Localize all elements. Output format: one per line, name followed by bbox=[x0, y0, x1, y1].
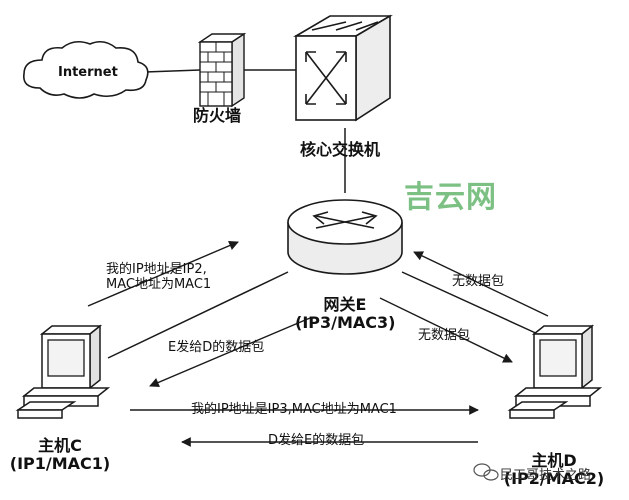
wechat-icon bbox=[473, 463, 499, 481]
host-c-label: 主机C (IP1/MAC1) bbox=[0, 436, 120, 474]
message-d-to-c: D发给E的数据包 bbox=[268, 433, 365, 448]
message-d-to-gateway: 无数据包 bbox=[452, 274, 505, 289]
link-gateway-host-c bbox=[107, 271, 289, 359]
internet-label: Internet bbox=[58, 65, 118, 80]
core-switch-label: 核心交换机 bbox=[300, 140, 381, 159]
message-gateway-to-c: E发给D的数据包 bbox=[168, 340, 265, 355]
footer-text: 民工哥技术之路 bbox=[500, 468, 592, 483]
gateway-label: 网关E (IP3/MAC3) bbox=[295, 295, 396, 333]
internet-cloud-icon bbox=[23, 40, 149, 99]
message-gateway-to-d: 无数据包 bbox=[418, 328, 471, 343]
message-c-to-gateway-line2: MAC地址为MAC1 bbox=[106, 276, 212, 292]
watermark: 吉云网 bbox=[404, 180, 497, 215]
firewall-label: 防火墙 bbox=[193, 106, 242, 125]
host-c-address: (IP1/MAC1) bbox=[9, 454, 111, 474]
message-c-to-gateway: 我的IP地址是IP2, MAC地址为MAC1 bbox=[106, 262, 212, 293]
host-c-name: 主机C bbox=[38, 436, 82, 455]
link-internet-firewall bbox=[144, 69, 201, 73]
gateway-router-icon bbox=[287, 199, 403, 275]
host-d-computer-icon bbox=[507, 324, 603, 419]
host-d-name: 主机D bbox=[531, 451, 577, 470]
firewall-icon bbox=[197, 32, 247, 108]
arrow-gateway-to-c-data bbox=[149, 317, 311, 388]
link-gateway-host-d bbox=[401, 271, 541, 336]
arrow-c-to-gateway-claim bbox=[87, 240, 239, 307]
core-switch-icon bbox=[293, 14, 393, 122]
host-d-label: 主机D (IP2/MAC2) bbox=[494, 451, 614, 489]
message-c-to-d: 我的IP地址是IP3,MAC地址为MAC1 bbox=[191, 402, 397, 417]
gateway-name: 网关E bbox=[323, 295, 367, 314]
arrow-gateway-to-d-no-data bbox=[379, 297, 513, 363]
host-d-address: (IP2/MAC2) bbox=[503, 469, 605, 489]
gateway-address: (IP3/MAC3) bbox=[295, 313, 396, 333]
arrow-d-to-gateway-no-data bbox=[413, 251, 549, 317]
host-c-computer-icon bbox=[15, 324, 111, 419]
connection-lines bbox=[107, 69, 541, 359]
message-c-to-gateway-line1: 我的IP地址是IP2, bbox=[106, 262, 207, 277]
